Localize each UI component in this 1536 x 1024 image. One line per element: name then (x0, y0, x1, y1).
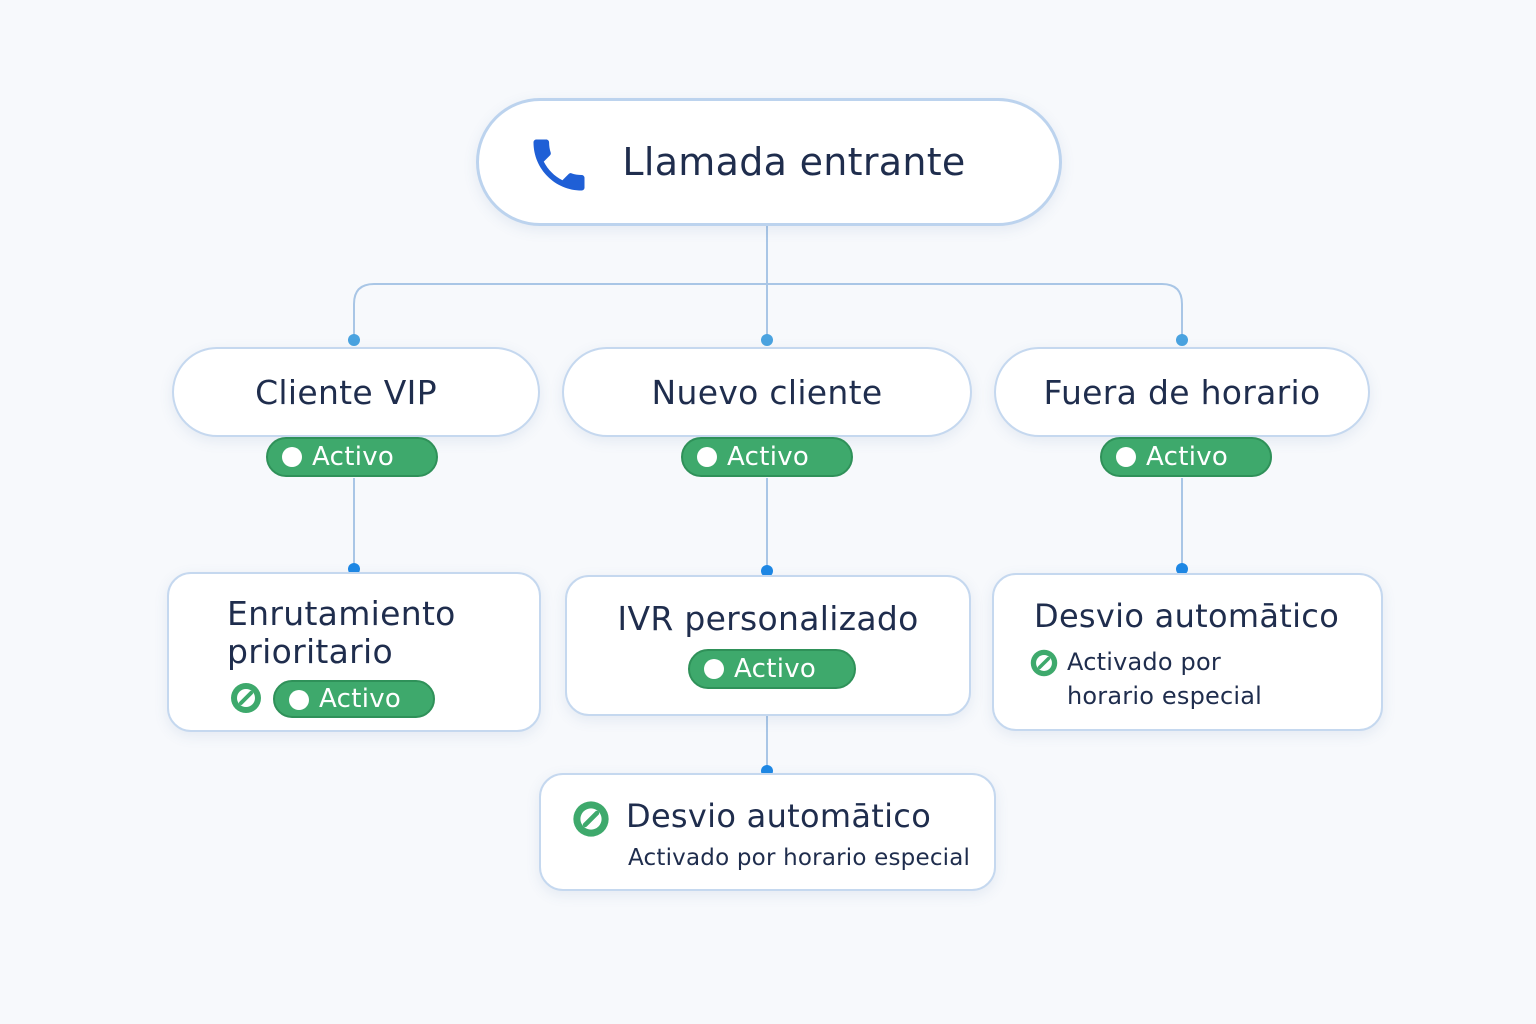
status-badge: Activo (266, 437, 438, 477)
action-subtitle: Activado por horario especial (628, 845, 971, 871)
status-badge: Activo (1100, 437, 1272, 477)
phone-icon (533, 139, 585, 191)
check-circle-icon (573, 801, 609, 837)
connector-dot (1176, 563, 1188, 575)
badge-label: Activo (1146, 442, 1229, 472)
badge-label: Activo (734, 654, 817, 684)
action-title-line2: prioritario (227, 632, 393, 671)
root-node[interactable]: Llamada entrante (476, 98, 1062, 226)
branch-title: Cliente VIP (255, 372, 437, 412)
action-title-line1: Enrutamiento (227, 594, 456, 633)
action-subtitle-line2: horario especial (1067, 682, 1263, 710)
connector-dot (348, 334, 360, 346)
action-title: Desvio automātico (626, 797, 932, 835)
badge-dot (289, 690, 309, 710)
branch-title: Nuevo cliente (651, 372, 883, 412)
connector-dot (1176, 334, 1188, 346)
check-circle-icon (231, 683, 261, 713)
action-node-ivr[interactable]: IVR personalizado Activo (565, 575, 971, 716)
action-node-enrutamiento[interactable]: Enrutamiento prioritario Activo (167, 572, 541, 732)
status-badge: Activo (688, 649, 856, 689)
badge-label: Activo (727, 442, 810, 472)
branch-title: Fuera de horario (1043, 372, 1321, 412)
status-badge: Activo (273, 680, 435, 718)
connector-dot (761, 334, 773, 346)
root-title: Llamada entrante (622, 140, 966, 184)
action-title: IVR personalizado (617, 599, 919, 638)
badge-dot (282, 447, 302, 467)
action-node-desvio-right[interactable]: Desvio automātico Activado por horario e… (992, 573, 1383, 731)
branch-node-fuera-de-horario[interactable]: Fuera de horario (994, 347, 1370, 437)
action-title: Desvio automātico (1034, 597, 1340, 635)
badge-dot (1116, 447, 1136, 467)
badge-label: Activo (312, 442, 395, 472)
branch-node-cliente-vip[interactable]: Cliente VIP (172, 347, 540, 437)
status-badge: Activo (681, 437, 853, 477)
action-node-desvio-bottom[interactable]: Desvio automātico Activado por horario e… (539, 773, 996, 891)
badge-label: Activo (319, 684, 402, 714)
badge-dot (704, 659, 724, 679)
check-circle-icon (1030, 649, 1058, 677)
badge-dot (697, 447, 717, 467)
connector-dot (761, 565, 773, 577)
branch-node-nuevo-cliente[interactable]: Nuevo cliente (562, 347, 972, 437)
action-subtitle-line1: Activado por (1067, 648, 1221, 676)
